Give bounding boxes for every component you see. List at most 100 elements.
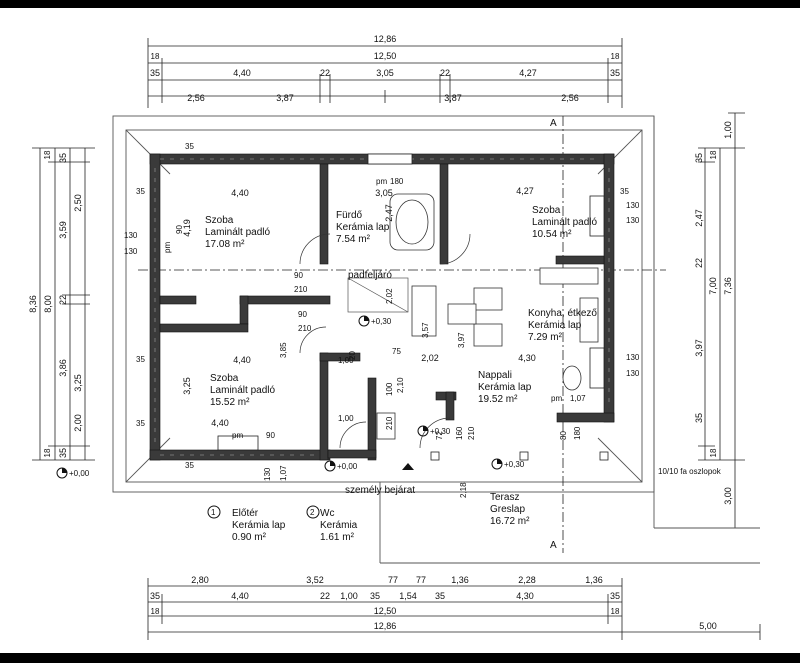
bottom-18-right: 18: [611, 607, 620, 616]
top-r4-0: 2,56: [187, 93, 205, 103]
misc-155: 100: [385, 382, 394, 396]
misc-130-1: 130: [124, 231, 138, 240]
left-r2-0: 2,50: [73, 194, 83, 212]
szoba3-area: 15.52 m²: [210, 397, 250, 408]
konyha-name: Konyha, étkező: [528, 308, 597, 319]
left-18-top: 18: [43, 150, 52, 159]
pm-label-2: pm: [163, 242, 172, 253]
szoba3-width2: 4,40: [211, 418, 229, 428]
right-r-3: 3,97: [694, 339, 704, 357]
szoba3-name: Szoba: [210, 373, 239, 384]
misc-130-2: 130: [124, 247, 138, 256]
bathtub: [389, 193, 435, 251]
legend-1-name: Előtér: [232, 508, 259, 519]
pm-label-4: pm: [551, 394, 562, 403]
szoba1-height: 4,19: [182, 219, 192, 237]
top-r3-1: 4,40: [233, 68, 251, 78]
left-r2-1: 3,25: [73, 374, 83, 392]
terasz-floor: Greslap: [490, 504, 525, 515]
left-r-3: 3,86: [58, 359, 68, 377]
kitchen-furniture: [411, 267, 599, 347]
right-total-dim: 7,36: [723, 277, 733, 295]
bejarat-label: személy bejárat: [345, 485, 415, 496]
right-18-top: 18: [709, 150, 718, 159]
konyha-area: 7.29 m²: [528, 332, 563, 343]
top-dimension-chain: [147, 38, 623, 108]
misc-210-4: 20: [348, 351, 357, 360]
misc-202: 2,02: [385, 288, 394, 304]
nappali-floor: Kerámia lap: [478, 382, 532, 393]
nappali-area: 19.52 m²: [478, 394, 518, 405]
bottom-500-dim: 5,00: [699, 621, 717, 631]
terasz-name: Terasz: [490, 492, 519, 503]
furdo-floor: Kerámia lap: [336, 222, 390, 233]
misc-210-2: 210: [298, 324, 312, 333]
bottom-r1-0: 2,80: [191, 575, 209, 585]
misc-130-4: 130: [626, 216, 640, 225]
floor-plan-canvas: 12,86 12,50 18 18 35 4,40 22 3,05 22 4,2…: [0, 8, 800, 653]
misc-35-5: 35: [185, 142, 194, 151]
bottom-r2-0: 35: [150, 591, 160, 601]
bottom-r1-6: 1,36: [585, 575, 603, 585]
left-r-4: 35: [58, 448, 68, 458]
attic-hatch: [347, 277, 409, 313]
level-markers: [56, 315, 503, 479]
top-r3-2: 22: [320, 68, 330, 78]
bottom-r2-8: 35: [610, 591, 620, 601]
right-inner-dim: 7,00: [708, 277, 718, 295]
legend-2: 2 Wc Kerámia 1.61 m²: [306, 505, 358, 543]
pm-label-1: pm: [376, 177, 387, 186]
szoba1-width: 4,40: [231, 188, 249, 198]
level-4: +0,00: [69, 469, 90, 478]
szoba3-width: 4,40: [233, 355, 251, 365]
misc-210-3: 210: [467, 426, 476, 440]
furdo-name: Fürdő: [336, 210, 363, 221]
szoba1-floor: Laminált padló: [205, 227, 270, 238]
left-inner-dim: 8,00: [43, 295, 53, 313]
bottom-r2-1: 4,40: [231, 591, 249, 601]
szoba2-area: 10.54 m²: [532, 229, 572, 240]
nappali-name: Nappali: [478, 370, 512, 381]
entrance-arrow: [402, 463, 414, 470]
top-r4-3: 2,56: [561, 93, 579, 103]
misc-385: 3,85: [279, 342, 288, 358]
legend-1: 1 Előtér Kerámia lap 0.90 m²: [207, 505, 286, 543]
bottom-18-left: 18: [151, 607, 160, 616]
top-total-dim: 12,86: [374, 34, 397, 44]
roof-outline: [112, 115, 760, 564]
bottom-r2-2: 22: [320, 591, 330, 601]
bottom-r2-3: 1,00: [340, 591, 358, 601]
top-r4-2: 3,87: [444, 93, 462, 103]
szoba3-floor: Laminált padló: [210, 385, 275, 396]
oszlopok-label: 10/10 fa oszlopok: [658, 467, 722, 476]
misc-72: 72: [435, 431, 444, 440]
misc-100-2: 1,00: [338, 414, 354, 423]
top-r4-1: 3,87: [276, 93, 294, 103]
legend-2-area: 1.61 m²: [320, 532, 355, 543]
bottom-r2-6: 35: [435, 591, 445, 601]
legend-2-floor: Kerámia: [320, 520, 358, 531]
top-18-left: 18: [151, 52, 160, 61]
level-3: +0,00: [337, 462, 358, 471]
misc-35-2: 35: [136, 355, 145, 364]
bottom-dimension-chain: [147, 578, 761, 640]
misc-35-1: 35: [136, 187, 145, 196]
left-18-bottom: 18: [43, 448, 52, 457]
legend-2-name: Wc: [320, 508, 334, 519]
misc-130-6: 130: [626, 369, 640, 378]
misc-90-4: 90: [266, 431, 275, 440]
right-18-bottom: 18: [709, 448, 718, 457]
windows: [217, 153, 605, 451]
legend-2-num: 2: [310, 508, 315, 517]
right-r-4: 35: [694, 413, 704, 423]
bottom-r1-3: 77: [416, 575, 426, 585]
bottom-r2-7: 4,30: [516, 591, 534, 601]
bottom-r1-4: 1,36: [451, 575, 469, 585]
szoba2-floor: Laminált padló: [532, 217, 597, 228]
level-1: +0,30: [371, 317, 392, 326]
top-r3-4: 22: [440, 68, 450, 78]
misc-218: 2,18: [459, 482, 468, 498]
misc-90-1: 90: [175, 225, 184, 234]
szoba2-width: 4,27: [516, 186, 534, 196]
misc-35-6: 35: [185, 461, 194, 470]
